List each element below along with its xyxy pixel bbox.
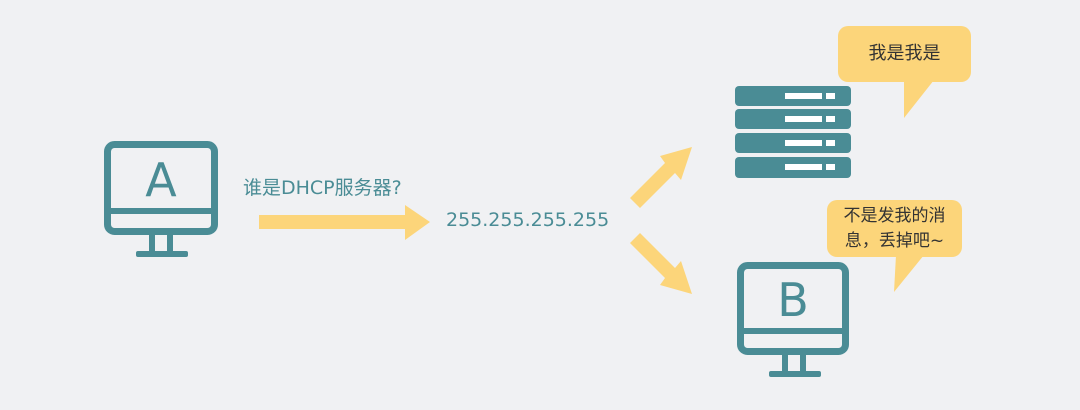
arrow-down-right [630, 233, 692, 294]
b-speech-bubble [827, 200, 962, 292]
b-bubble-line-1: 不是发我的消 [843, 206, 946, 226]
computer-b-label: B [777, 273, 809, 327]
arrow-right [259, 205, 430, 240]
server-bubble-text: 我是我是 [868, 43, 941, 64]
server-icon [735, 86, 851, 178]
broadcast-question: 谁是DHCP服务器? [243, 177, 402, 199]
server-speech-bubble [838, 26, 971, 118]
computer-a-label: A [145, 153, 177, 207]
arrow-up-right [630, 147, 692, 208]
computer-b-icon [737, 262, 849, 377]
b-bubble-line-2: 息，丢掉吧~ [844, 231, 945, 251]
computer-a-icon [104, 141, 218, 257]
broadcast-address: 255.255.255.255 [446, 209, 610, 231]
